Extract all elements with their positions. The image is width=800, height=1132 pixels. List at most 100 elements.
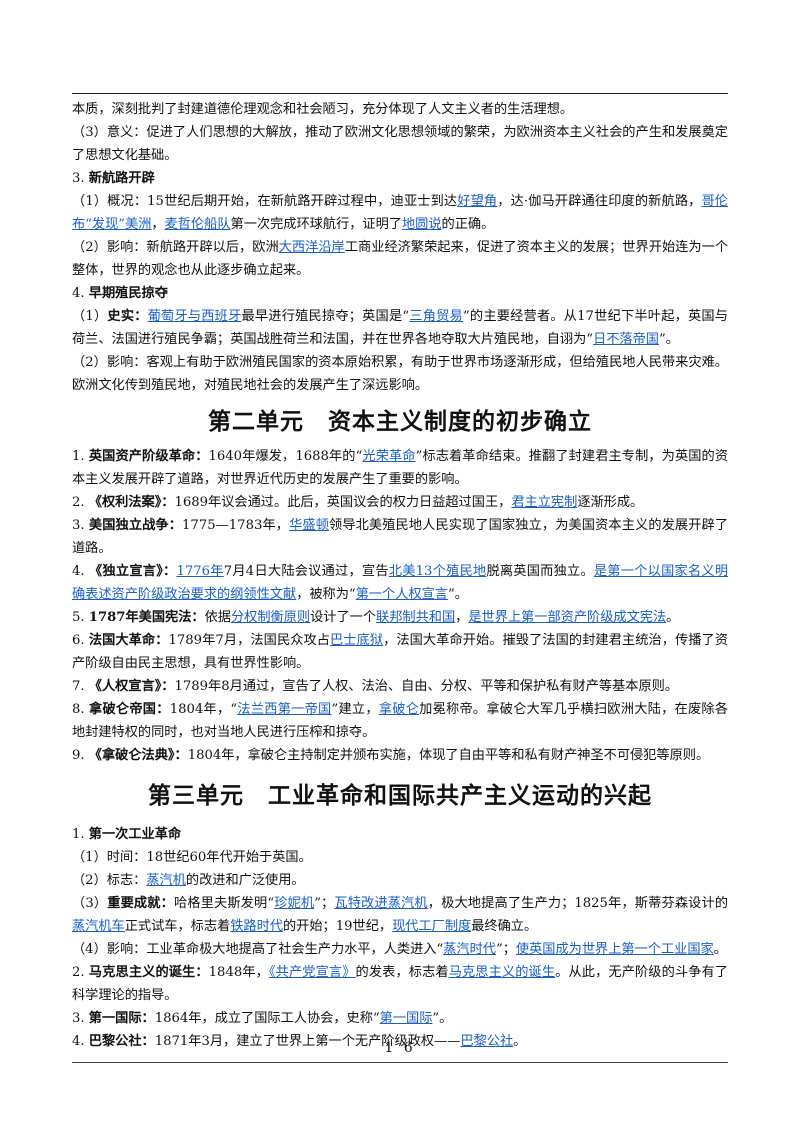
bold-term: 拿破仑帝国： bbox=[89, 702, 170, 717]
text-run: （1）概况：15世纪后期开始，在新航路开辟过程中，迪亚士到达 bbox=[72, 194, 458, 209]
page-number: 1 6 bbox=[384, 1040, 416, 1056]
text-run: 领导北美殖民地人民实现了国家独立，为美国资本主义的发展开辟了道路。 bbox=[72, 518, 729, 556]
text-run: 6. bbox=[72, 633, 89, 648]
keyword-link[interactable]: 拿破仑 bbox=[378, 702, 420, 717]
text-run: 1789年7月，法国民众攻占 bbox=[168, 633, 331, 648]
keyword-link[interactable]: 葡萄牙与西班牙 bbox=[147, 309, 242, 324]
text-run: 1871年3月，建立了世界上第一个无产阶级政权—— bbox=[154, 1034, 461, 1049]
paragraph: （2）影响：新航路开辟以后，欧洲大西洋沿岸工商业经济繁荣起来，促进了资本主义的发… bbox=[72, 236, 728, 282]
text-run: ， bbox=[151, 217, 165, 232]
paragraph: 3. 美国独立战争：1775—1783年，华盛顿领导北美殖民地人民实现了国家独立… bbox=[72, 514, 728, 560]
text-run: 1. bbox=[72, 449, 89, 464]
text-run: （1） bbox=[72, 309, 108, 324]
keyword-link[interactable]: 1776年 bbox=[176, 564, 224, 579]
text-run: （2）影响：客观上有助于欧洲殖民国家的资本原始积累，有助于世界市场逐渐形成，但给… bbox=[72, 355, 728, 393]
text-run: ”。 bbox=[448, 587, 468, 602]
paragraph: 4. 巴黎公社：1871年3月，建立了世界上第一个无产阶级政权——巴黎公社。 bbox=[72, 1030, 728, 1053]
keyword-link[interactable]: 好望角 bbox=[457, 194, 498, 209]
text-run: 。 bbox=[513, 1034, 527, 1049]
keyword-link[interactable]: 巴黎公社 bbox=[460, 1034, 514, 1049]
bold-term: 《人权宣言》： bbox=[88, 679, 175, 694]
text-run: 4. bbox=[72, 1034, 89, 1049]
text-run: ，达·伽马开辟通往印度的新航路， bbox=[497, 194, 702, 209]
keyword-link[interactable]: 是世界上第一部资产阶级成文宪法 bbox=[468, 610, 667, 625]
text-run: 。从此，无产阶级的斗争有了科学理论的指导。 bbox=[72, 965, 729, 1003]
text-run: ”的主要经营者。从17世纪下半叶起，英国与荷兰、法国进行殖民争霸；英国战胜荷兰和… bbox=[72, 309, 728, 347]
keyword-link[interactable]: 铁路时代 bbox=[230, 919, 283, 934]
text-run: 7. bbox=[72, 679, 89, 694]
text-run: 2. bbox=[72, 495, 89, 510]
paragraph: 1. 第一次工业革命 bbox=[72, 823, 728, 846]
keyword-link[interactable]: 蒸汽时代 bbox=[443, 942, 496, 957]
keyword-link[interactable]: 大西洋沿岸 bbox=[278, 240, 345, 255]
paragraph: 5. 1787年美国宪法：依据分权制衡原则设计了一个联邦制共和国，是世界上第一部… bbox=[72, 606, 728, 629]
keyword-link[interactable]: 北美13个殖民地 bbox=[388, 564, 487, 579]
keyword-link[interactable]: 第一国际 bbox=[379, 1011, 433, 1026]
keyword-link[interactable]: 蒸汽机车 bbox=[72, 919, 125, 934]
bold-term: 第一次工业革命 bbox=[88, 827, 182, 842]
text-run: 逐渐形成。 bbox=[577, 495, 644, 510]
paragraph: （1）史实：葡萄牙与西班牙最早进行殖民掠夺；英国是“三角贸易”的主要经营者。从1… bbox=[72, 305, 728, 351]
text-run: （2）标志： bbox=[72, 873, 147, 888]
keyword-link[interactable]: 瓦特改进蒸汽机 bbox=[334, 896, 428, 911]
keyword-link[interactable]: 日不落帝国 bbox=[593, 332, 659, 347]
keyword-link[interactable]: 巴士底狱 bbox=[330, 633, 384, 648]
keyword-link[interactable]: 君主立宪制 bbox=[511, 495, 578, 510]
bold-term: 史实： bbox=[107, 309, 148, 324]
keyword-link[interactable]: 现代工厂制度 bbox=[392, 919, 472, 934]
text-run: 工商业经济繁荣起来，促进了资本主义的发展；世界开始连为一个整体，世界的观念也从此… bbox=[72, 240, 729, 278]
bold-term: 巴黎公社： bbox=[88, 1034, 155, 1049]
bold-term: 重要成就： bbox=[107, 896, 174, 911]
keyword-link[interactable]: 马克思主义的诞生 bbox=[448, 965, 556, 980]
document-body: 本质，深刻批判了封建道德伦理观念和社会陋习，充分体现了人文主义者的生活理想。（3… bbox=[72, 98, 728, 1053]
text-run: 的发表，标志着 bbox=[355, 965, 449, 980]
keyword-link[interactable]: 使英国成为世界上第一个工业国家 bbox=[515, 942, 714, 957]
text-run: 1804年，“ bbox=[169, 702, 238, 717]
text-run: 4. bbox=[72, 286, 89, 301]
text-run: （1）时间：18世纪60年代开始于英国。 bbox=[72, 850, 312, 865]
keyword-link[interactable]: 是第一个以国家名义明确表述资产阶级政治要求的纲领性文献 bbox=[72, 564, 729, 602]
paragraph: 2. 《权利法案》：1689年议会通过。此后，英国议会的权力日益超过国王，君主立… bbox=[72, 491, 728, 514]
paragraph: （1）概况：15世纪后期开始，在新航路开辟过程中，迪亚士到达好望角，达·伽马开辟… bbox=[72, 190, 728, 236]
text-run: 1775—1783年， bbox=[182, 518, 290, 533]
paragraph: （1）时间：18世纪60年代开始于英国。 bbox=[72, 846, 728, 869]
paragraph: （2）标志：蒸汽机的改进和广泛使用。 bbox=[72, 869, 728, 892]
text-run: 第一次完成环球航行，证明了 bbox=[230, 217, 402, 232]
paragraph: （3）意义：促进了人们思想的大解放，推动了欧洲文化思想领域的繁荣，为欧洲资本主义… bbox=[72, 121, 728, 167]
paragraph: 本质，深刻批判了封建道德伦理观念和社会陋习，充分体现了人文主义者的生活理想。 bbox=[72, 98, 728, 121]
text-run: （3） bbox=[72, 896, 108, 911]
keyword-link[interactable]: 光荣革命 bbox=[362, 449, 416, 464]
keyword-link[interactable]: 法兰西第一帝国 bbox=[237, 702, 332, 717]
keyword-link[interactable]: 第一个人权宣言 bbox=[355, 587, 448, 602]
keyword-link[interactable]: 珍妮机 bbox=[274, 896, 315, 911]
keyword-link[interactable]: 蒸汽机 bbox=[146, 873, 186, 888]
keyword-link[interactable]: 《共产党宣言》 bbox=[268, 965, 356, 980]
paragraph: 2. 马克思主义的诞生：1848年，《共产党宣言》的发表，标志着马克思主义的诞生… bbox=[72, 961, 728, 1007]
text-run: 3. bbox=[72, 1011, 89, 1026]
paragraph: （3）重要成就：哈格里夫斯发明“珍妮机”；瓦特改进蒸汽机，极大地提高了生产力；1… bbox=[72, 892, 728, 938]
bold-term: 早期殖民掠夺 bbox=[88, 286, 168, 301]
keyword-link[interactable]: 联邦制共和国 bbox=[376, 610, 456, 625]
footer-rule bbox=[72, 1062, 728, 1063]
bold-term: 美国独立战争： bbox=[88, 518, 183, 533]
bold-term: 第一国际： bbox=[88, 1011, 155, 1026]
text-run: 7月4日大陆会议通过，宣告 bbox=[223, 564, 389, 579]
keyword-link[interactable]: 华盛顿 bbox=[289, 518, 330, 533]
text-run: 1640年爆发，1688年的“ bbox=[208, 449, 363, 464]
bold-term: 《权利法案》： bbox=[88, 495, 175, 510]
paragraph: 6. 法国大革命：1789年7月，法国民众攻占巴士底狱，法国大革命开始。摧毁了法… bbox=[72, 629, 728, 675]
text-run: 最早进行殖民掠夺；英国是“ bbox=[241, 309, 410, 324]
keyword-link[interactable]: 分权制衡原则 bbox=[230, 610, 311, 625]
keyword-link[interactable]: 麦哲伦船队 bbox=[164, 217, 231, 232]
text-run: 加冕称帝。拿破仑大军几乎横扫欧洲大陆，在废除各地封建特权的同时，也对当地人民进行… bbox=[72, 702, 729, 740]
bold-term: 《拿破仑法典》： bbox=[88, 748, 188, 763]
text-run: 脱离英国而独立。 bbox=[486, 564, 594, 579]
text-run: ”建立， bbox=[331, 702, 379, 717]
text-run: ”； bbox=[495, 942, 516, 957]
keyword-link[interactable]: 地圆说 bbox=[401, 217, 442, 232]
keyword-link[interactable]: 三角贸易 bbox=[409, 309, 463, 324]
paragraph: （4）影响：工业革命极大地提高了社会生产力水平，人类进入“蒸汽时代”；使英国成为… bbox=[72, 938, 728, 961]
bold-term: 马克思主义的诞生： bbox=[88, 965, 209, 980]
text-run: 哈格里夫斯发明“ bbox=[173, 896, 275, 911]
keyword-link[interactable]: 哥伦布“发现”美洲 bbox=[72, 194, 728, 232]
